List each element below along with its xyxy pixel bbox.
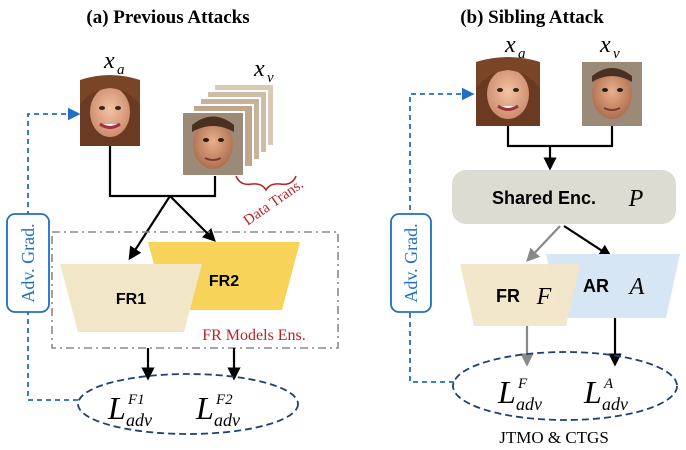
right-attacker-face-image bbox=[476, 57, 540, 126]
svg-text:A: A bbox=[628, 274, 645, 300]
svg-text:F: F bbox=[536, 284, 552, 310]
right-loss-ellipse bbox=[452, 351, 678, 421]
fr-ensemble-label: FR Models Ens. bbox=[202, 327, 306, 344]
svg-text:F1: F1 bbox=[127, 392, 145, 408]
svg-text:L: L bbox=[583, 374, 602, 410]
svg-text:AR: AR bbox=[583, 276, 609, 296]
svg-text:P: P bbox=[628, 186, 644, 212]
svg-text:v: v bbox=[267, 70, 274, 86]
loss-fr2: L F2 adv bbox=[195, 390, 240, 430]
svg-text:F: F bbox=[517, 376, 528, 392]
svg-text:adv: adv bbox=[516, 394, 542, 414]
right-xa-label: x a bbox=[504, 32, 526, 62]
left-adv-grad-feedback: Adv. Grad. bbox=[6, 107, 81, 401]
ar-model: AR A bbox=[546, 254, 680, 318]
svg-text:adv: adv bbox=[602, 394, 628, 414]
svg-text:F2: F2 bbox=[215, 392, 233, 408]
victim-face-stack-image bbox=[181, 83, 275, 177]
svg-text:a: a bbox=[117, 62, 125, 78]
left-title: (a) Previous Attacks bbox=[86, 7, 249, 28]
loss-fr1: L F1 adv bbox=[107, 390, 152, 430]
shared-to-fr-arrow bbox=[526, 225, 561, 262]
svg-text:x: x bbox=[103, 48, 115, 74]
svg-text:L: L bbox=[107, 390, 126, 426]
left-loss-ellipse bbox=[77, 373, 299, 435]
shared-to-ar-arrow bbox=[563, 225, 613, 258]
svg-text:x: x bbox=[504, 32, 516, 58]
svg-text:adv: adv bbox=[126, 410, 152, 430]
svg-text:FR1: FR1 bbox=[116, 291, 146, 308]
loss-fr: L F adv bbox=[497, 374, 542, 414]
svg-text:x: x bbox=[599, 32, 611, 58]
svg-text:Adv. Grad.: Adv. Grad. bbox=[18, 223, 38, 302]
svg-text:Adv. Grad.: Adv. Grad. bbox=[401, 223, 421, 302]
shared-encoder: Shared Enc. P bbox=[452, 170, 676, 224]
right-adv-grad-feedback: Adv. Grad. bbox=[390, 87, 475, 383]
right-caption: JTMO & CTGS bbox=[499, 428, 609, 447]
svg-text:A: A bbox=[603, 376, 614, 392]
fr-ensemble-box bbox=[51, 231, 339, 349]
svg-text:L: L bbox=[497, 374, 516, 410]
right-victim-face-image bbox=[582, 62, 642, 126]
svg-text:adv: adv bbox=[214, 410, 240, 430]
svg-text:v: v bbox=[613, 46, 620, 62]
right-merge-lines bbox=[506, 126, 614, 171]
data-trans-brace bbox=[235, 175, 297, 192]
fr1-model: FR1 bbox=[60, 264, 202, 332]
attacker-face-image bbox=[80, 75, 140, 146]
right-xv-label: x v bbox=[599, 32, 620, 62]
svg-text:Shared Enc.: Shared Enc. bbox=[492, 188, 596, 208]
svg-text:FR: FR bbox=[496, 286, 520, 306]
loss-ar: L A adv bbox=[583, 374, 628, 414]
left-xv-label: x v bbox=[253, 56, 274, 86]
svg-text:FR2: FR2 bbox=[209, 273, 239, 290]
fr-model: FR F bbox=[460, 264, 580, 326]
left-merge-lines bbox=[108, 146, 217, 261]
svg-text:a: a bbox=[518, 46, 526, 62]
svg-text:L: L bbox=[195, 390, 214, 426]
left-xa-label: x a bbox=[103, 48, 125, 78]
svg-text:x: x bbox=[253, 56, 265, 82]
right-title: (b) Sibling Attack bbox=[460, 7, 604, 28]
